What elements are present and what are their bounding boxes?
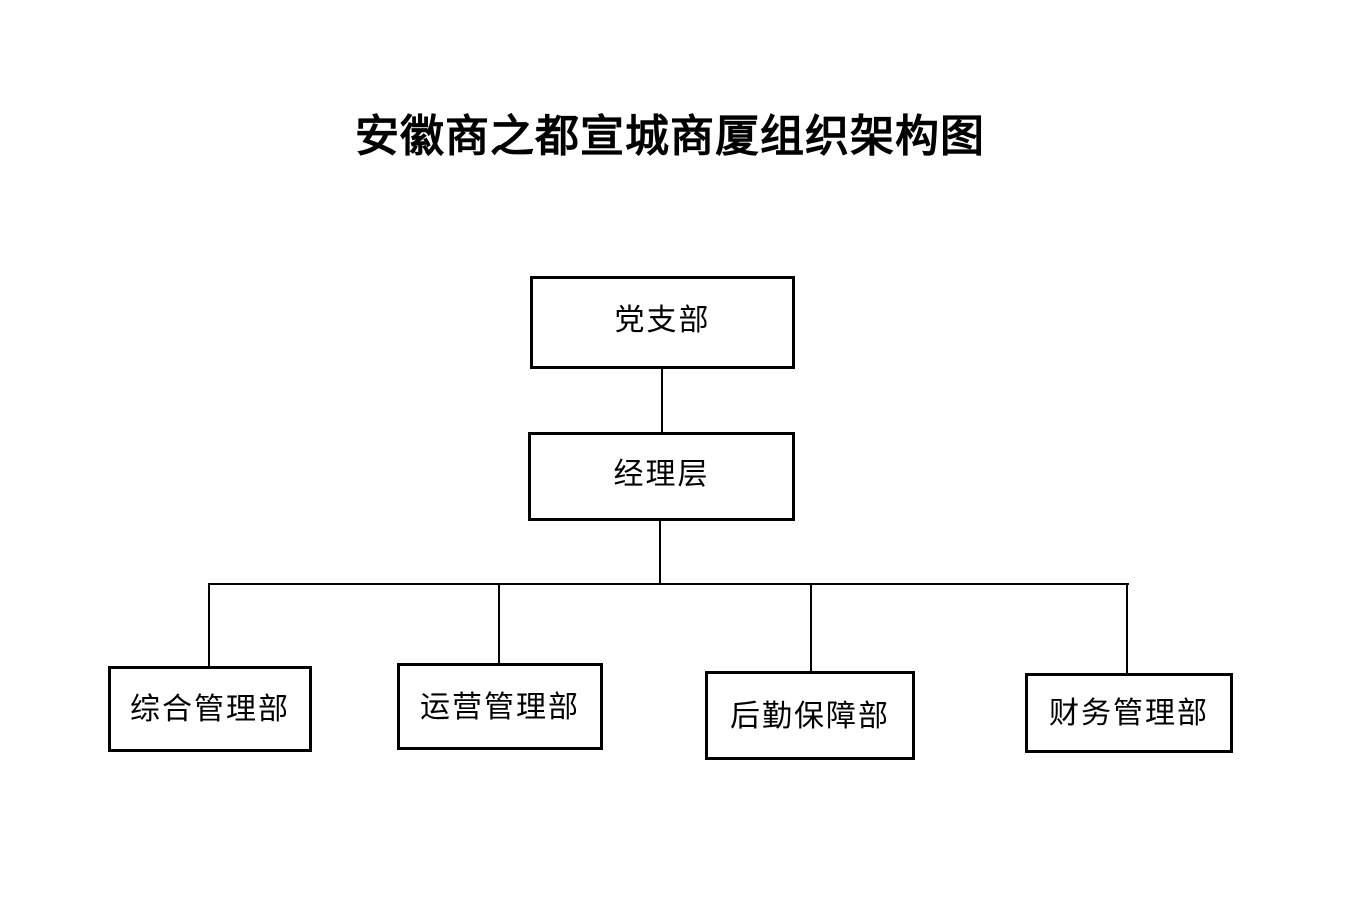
- connector-drop-finance-management: [1126, 583, 1128, 673]
- node-logistics-support-dept-label: 后勤保障部: [730, 699, 890, 733]
- node-operations-management-dept: 运营管理部: [397, 663, 603, 750]
- connector-drop-logistics-support: [810, 583, 812, 671]
- connector-party-to-manager: [661, 369, 663, 432]
- node-general-management-dept-label: 综合管理部: [130, 693, 290, 726]
- connector-horizontal-bus: [208, 583, 1129, 585]
- page-title: 安徽商之都宣城商厦组织架构图: [355, 112, 985, 161]
- node-finance-management-dept: 财务管理部: [1025, 673, 1233, 753]
- node-finance-management-dept-label: 财务管理部: [1049, 697, 1209, 730]
- node-party-branch: 党支部: [530, 276, 795, 369]
- connector-manager-to-bus: [659, 521, 661, 585]
- connector-drop-general-management: [208, 583, 210, 666]
- node-general-management-dept: 综合管理部: [108, 666, 312, 752]
- node-manager-level-label: 经理层: [613, 458, 710, 491]
- node-logistics-support-dept: 后勤保障部: [705, 671, 915, 760]
- node-operations-management-dept-label: 运营管理部: [420, 690, 580, 724]
- node-manager-level: 经理层: [528, 432, 795, 521]
- node-party-branch-label: 党支部: [614, 303, 711, 337]
- connector-drop-operations-management: [498, 583, 500, 663]
